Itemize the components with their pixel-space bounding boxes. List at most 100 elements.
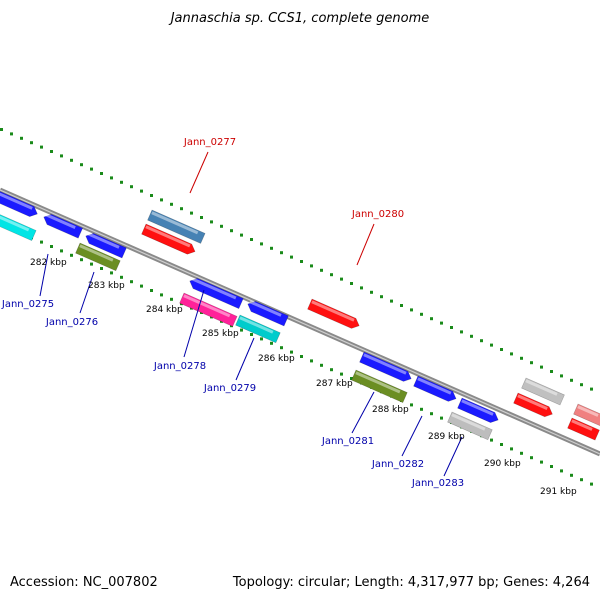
gene-label: Jann_0279: [203, 383, 256, 394]
gene-feature-body: [307, 298, 360, 329]
inner-track-dot: [410, 403, 413, 407]
outer-track-dot: [260, 242, 263, 246]
outer-track-dot: [390, 299, 393, 303]
outer-track-dot: [30, 141, 33, 145]
gene-label: Jann_0280: [351, 209, 404, 220]
outer-track-dot: [320, 268, 323, 272]
gene-feature: [147, 209, 206, 244]
gene-feature-shine: [151, 211, 199, 235]
gene-feature-body: [521, 377, 565, 406]
inner-track-dot: [340, 372, 343, 376]
gene-feature-body: [75, 242, 121, 272]
genome-title: Jannaschia sp. CCS1, complete genome: [168, 11, 430, 26]
gene-feature-shine: [577, 405, 599, 417]
inner-track-dot: [240, 328, 243, 332]
inner-track-dot: [310, 359, 313, 363]
gene-feature-shine: [525, 379, 558, 396]
gene-feature-shine: [517, 394, 548, 410]
outer-track-dot: [120, 180, 123, 184]
gene-feature: [573, 403, 600, 427]
inner-track-dot: [150, 289, 153, 292]
gene-label-leader: [39, 253, 49, 297]
outer-track-dot: [400, 304, 403, 307]
gene-feature-shine: [87, 232, 120, 249]
outer-track-dot: [530, 361, 533, 365]
outer-track-dot: [430, 317, 433, 321]
outer-track-dot: [550, 370, 553, 373]
gene-feature: [457, 397, 499, 423]
inner-track-dot: [160, 293, 163, 297]
inner-track-dot: [330, 368, 333, 372]
gene-feature-body: [235, 314, 281, 344]
inner-track-dot: [570, 473, 573, 477]
gene-feature-body: [0, 214, 37, 241]
kbp-tick-label: 291 kbp: [540, 487, 577, 497]
gene-feature-shine: [183, 294, 231, 318]
outer-track-dot: [450, 326, 453, 329]
outer-track-dot: [420, 312, 423, 316]
gene-feature-body: [43, 214, 84, 239]
gene-feature: [413, 375, 457, 402]
outer-track-dot: [370, 290, 373, 294]
outer-track-dot: [90, 167, 93, 171]
outer-track-dot: [500, 348, 503, 351]
backbone-highlight: [0, 189, 600, 455]
inner-track-dot: [320, 363, 323, 367]
outer-track-dot: [10, 132, 13, 136]
outer-track-dot: [140, 189, 143, 193]
inner-track-dot: [520, 451, 523, 455]
outer-track-dot: [60, 154, 63, 158]
outer-track-dot: [100, 172, 103, 175]
outer-track-dot: [50, 150, 53, 153]
inner-track-dot: [300, 355, 303, 358]
outer-track-dot: [170, 202, 173, 206]
gene-feature-shine: [79, 244, 114, 262]
accession-text: Accession: NC_007802: [10, 575, 158, 590]
inner-track-dot: [120, 275, 123, 279]
inner-track-dot: [290, 350, 293, 354]
outer-track-dot: [380, 295, 383, 299]
kbp-tick-label: 289 kbp: [428, 432, 465, 442]
gene-labels: Jann_0277Jann_0280Jann_0275Jann_0276Jann…: [1, 137, 464, 489]
outer-track-dot: [410, 308, 413, 312]
gene-feature-shine: [363, 353, 407, 375]
inner-track-dot: [560, 469, 563, 473]
gene-label: Jann_0282: [371, 459, 424, 470]
outer-track-dot: [440, 321, 443, 325]
inner-track-dot: [350, 377, 353, 380]
backbone: [0, 187, 600, 457]
outer-track-dot: [580, 383, 583, 387]
inner-track-dot: [100, 267, 103, 270]
outer-track-dot: [510, 352, 513, 356]
gene-feature: [141, 223, 196, 255]
kbp-tick-label: 285 kbp: [202, 329, 239, 339]
outer-track-dot: [240, 233, 243, 237]
gene-feature-body: [179, 292, 238, 327]
inner-track-dot: [540, 460, 543, 464]
inner-track-dot: [420, 407, 423, 411]
gene-label-leader: [443, 436, 463, 477]
gene-label-leader: [235, 337, 255, 381]
outer-track-dot: [280, 251, 283, 255]
gene-label: Jann_0277: [183, 137, 236, 148]
gene-feature-shine: [45, 213, 76, 229]
gene-feature: [75, 242, 121, 272]
outer-track-dot: [40, 145, 43, 149]
gene-feature: [43, 213, 84, 239]
outer-track-dot: [540, 365, 543, 369]
kbp-tick-label: 286 kbp: [258, 354, 295, 364]
gene-label: Jann_0275: [1, 299, 54, 310]
gene-feature-shine: [461, 399, 494, 416]
kbp-tick-label: 284 kbp: [146, 305, 183, 315]
gene-feature: [0, 213, 37, 241]
inner-tick-track: [0, 223, 593, 486]
gene-feature: [447, 411, 493, 441]
outer-track-dot: [290, 255, 293, 259]
outer-track-dot: [520, 356, 523, 360]
outer-track-dot: [220, 224, 223, 228]
outer-tick-track: [0, 128, 593, 391]
kbp-tick-label: 282 kbp: [30, 258, 67, 268]
gene-feature-body: [0, 187, 38, 217]
gene-feature: [0, 187, 38, 217]
